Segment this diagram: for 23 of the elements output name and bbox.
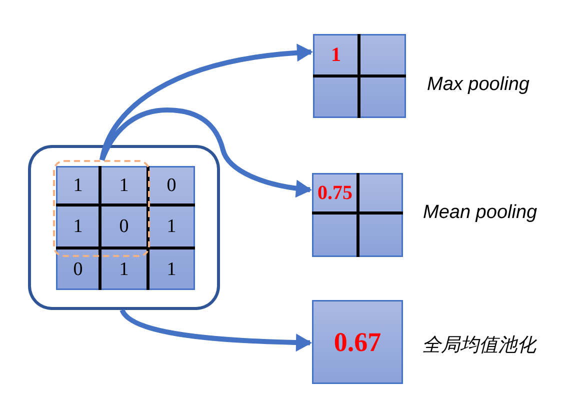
pooled-value: 0.75 [318, 183, 352, 203]
matrix-value: 1 [166, 217, 176, 236]
matrix-value: 0 [119, 217, 129, 236]
matrix-value: 1 [73, 176, 83, 195]
matrix-value: 1 [166, 260, 176, 278]
method-label: Mean pooling [423, 202, 538, 224]
output-box [312, 300, 403, 384]
input-frame [28, 145, 220, 310]
arrow [100, 108, 312, 198]
pooled-value: 0.67 [334, 328, 382, 356]
method-label: 全局均值池化 [422, 335, 536, 357]
matrix-value: 1 [73, 217, 83, 236]
output-matrix [312, 173, 403, 257]
pooled-value: 1 [331, 45, 341, 65]
output-matrix [313, 34, 406, 118]
matrix-value: 1 [119, 176, 129, 195]
arrow [100, 44, 313, 161]
arrow [120, 308, 312, 352]
method-label: Max pooling [427, 74, 530, 96]
matrix-value: 0 [73, 260, 83, 278]
pooling-window [53, 160, 150, 257]
matrix-value: 0 [166, 176, 176, 195]
matrix-value: 1 [119, 260, 129, 278]
